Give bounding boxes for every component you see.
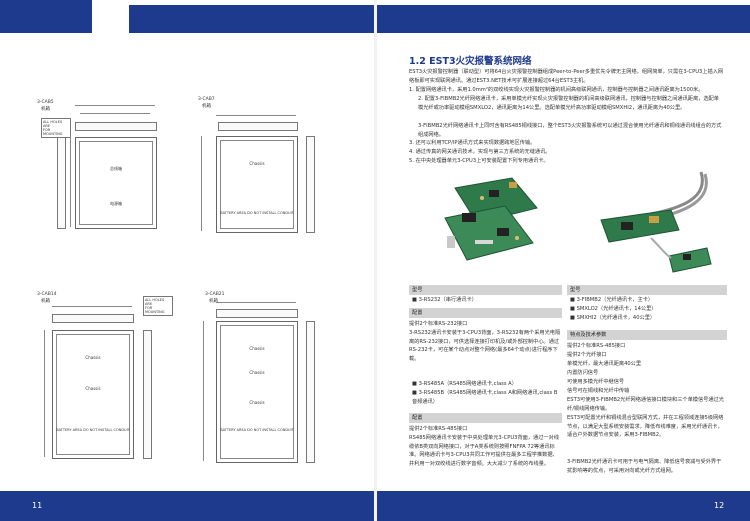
section-point: 3. 还可以利用TCP/IP通讯方式来实现数据跨地区传输。 — [409, 140, 536, 146]
side-rail — [306, 321, 315, 463]
feature-line: 3-FIBMB2光纤通讯卡可用于与电气隔离、降低信号衰减与受外界干扰影响等的优点… — [567, 459, 722, 474]
feature-line: 内置防闪信号 — [567, 370, 599, 376]
cabinet-text: Chassis — [249, 400, 265, 405]
cabinet-text: BATTERY AREA DO NOT INSTALL CONDUIT — [220, 211, 294, 215]
model-text: 3-FIBMB2（光纤通讯卡，主卡） — [576, 297, 654, 303]
cabinet-text: BATTERY AREA DO NOT INSTALL CONDUIT — [220, 428, 294, 432]
communication-cards-photo — [444, 177, 538, 261]
config-line: 提供2个标准RS-485接口 — [409, 426, 468, 432]
dimension-line — [75, 105, 155, 106]
feature-line: 提供2个光纤接口 — [567, 352, 607, 358]
model-item: ■ 3-RS485A（RS485网络通讯卡,class A） — [412, 381, 517, 387]
fiber-card-photo — [600, 171, 712, 273]
feature-line: EST3可使用3-FIBMB2光纤网络通信接口模块和三个单模信号通过光纤/铜线网… — [567, 397, 724, 412]
page-number: 12 — [714, 501, 725, 510]
config-line: 3-RS232通讯卡安装于3-CPU3背面，3-RS232有两个采用光电隔离的R… — [409, 330, 561, 362]
config-line: RS485网络通讯卡安装于中央处理单元3-CPU3背面，通过一对线缆依B类双向网… — [409, 435, 559, 467]
side-rail — [143, 330, 152, 459]
dimension-line — [70, 137, 71, 227]
config-header: 配置 — [409, 308, 562, 318]
model-item: ■ 3-FIBMB2（光纤通讯卡，主卡） — [570, 297, 654, 303]
top-rail — [52, 314, 134, 323]
feature-line: 提供2个标准RS-485接口 — [567, 343, 626, 349]
side-rail — [306, 136, 315, 233]
config-header: 配置 — [409, 413, 562, 423]
cabinet-text: Chassis — [249, 370, 265, 375]
dimension-line — [44, 330, 45, 457]
drawing-sublabel: 机箱 — [41, 299, 50, 304]
feature-line: 可使用多模光纤中继信号 — [567, 379, 625, 385]
model-header: 型号 — [567, 285, 727, 295]
dimension-line — [52, 306, 132, 307]
model-item: ■ 3-RS485B（RS485网络通讯卡,class A和网络通讯,class… — [412, 390, 558, 405]
model-text: 3-RS232（串行通讯卡） — [418, 297, 477, 303]
model-text: SMXLO2（光纤通讯卡，14公里） — [576, 306, 657, 312]
cabinet-outline: Chassis Chassis BATTERY AREA DO NOT INST… — [52, 330, 134, 459]
cabinet-text: Chassis — [249, 346, 265, 351]
drawing-sublabel: 机箱 — [41, 107, 50, 112]
cabinet-outline: 总线箱 电源箱 — [75, 137, 157, 229]
drawing-sublabel: 机箱 — [209, 299, 218, 304]
model-item: ■ SMXHI2（光纤通讯卡，40公里） — [570, 315, 656, 321]
cabinet-text: 电源箱 — [110, 201, 122, 206]
feature-line: 信号可在铜线和光纤中传输 — [567, 388, 630, 394]
footer-right: 12 — [377, 491, 750, 521]
section-point: 2. 配置3-FIBMB2光纤网络通讯卡，采用单模光纤实现火灾报警控制器的机间高… — [418, 96, 719, 111]
config-line: 提供2个标准RS-232接口 — [409, 321, 468, 327]
section-title: 1.2 EST3火灾报警系统网络 — [409, 56, 532, 67]
feature-line: 单模光纤，最大通讯距离40公里 — [567, 361, 642, 367]
dimension-line — [216, 115, 296, 116]
page-number: 11 — [32, 501, 43, 510]
cabinet-outline: Chassis Chassis Chassis BATTERY AREA DO … — [216, 321, 298, 463]
drawing-sublabel: 机箱 — [202, 104, 211, 109]
model-text: 3-RS485A（RS485网络通讯卡,class A） — [418, 381, 517, 387]
section-point: 5. 在中央处理器单元3-CPU3上可安装配置下列专用通讯卡。 — [409, 158, 549, 164]
cabinet-text: 总线箱 — [110, 166, 122, 171]
header-bar-left — [0, 0, 92, 33]
model-item: ■ SMXLO2（光纤通讯卡，14公里） — [570, 306, 657, 312]
cabinet-text: BATTERY AREA DO NOT INSTALL CONDUIT — [56, 428, 130, 432]
feature-line: EST3可配置光纤和铜线混合型联网方式，并在工程领域连接5级网络节点，以满足大型… — [567, 415, 724, 439]
header-bar-right — [129, 5, 750, 33]
dimension-line — [201, 136, 202, 231]
cabinet-text: Chassis — [85, 355, 101, 360]
top-rail — [75, 122, 157, 131]
top-rail — [216, 309, 298, 318]
cabinet-text: Chassis — [249, 161, 265, 166]
top-rail — [218, 122, 298, 131]
model-text: 3-RS485B（RS485网络通讯卡,class A和网络通讯,class B… — [412, 390, 558, 405]
dimension-line — [203, 321, 204, 461]
section-point: 1. 配置网络通讯卡，采用1.0mm²的双绞线实现火灾报警控制器的机间高级联网通… — [409, 87, 704, 93]
page-gutter — [374, 0, 377, 521]
section-intro: EST3火灾报警控制器（联动型）可将64台火灾报警控制器组成Peer-to-Pe… — [409, 69, 724, 84]
cabinet-outline: Chassis BATTERY AREA DO NOT INSTALL COND… — [216, 136, 298, 233]
model-header: 型号 — [409, 285, 562, 295]
drawing-label: 3-CAB21 — [205, 292, 225, 297]
dimension-line — [80, 113, 150, 114]
drawing-label: 3-CAB5 — [37, 100, 54, 105]
drawing-label: 3-CAB7 — [198, 97, 215, 102]
model-text: SMXHI2（光纤通讯卡，40公里） — [576, 315, 656, 321]
section-point: 4. 通过传真的网关通讯技术，实现与第三方系统的无缝通讯。 — [409, 149, 551, 155]
cabinet-text: Chassis — [85, 386, 101, 391]
model-item: ■ 3-RS232（串行通讯卡） — [412, 297, 477, 303]
footer-left: 11 — [0, 491, 374, 521]
features-header: 特点及技术参数 — [567, 330, 727, 340]
section-point: 3-FIBMB2光纤网络通讯卡上同时含有RS485铜线接口，整个EST3火灾报警… — [418, 123, 722, 138]
dimension-line — [216, 302, 296, 303]
drawing-label: 3-CAB14 — [37, 292, 57, 297]
side-rail — [57, 137, 66, 229]
